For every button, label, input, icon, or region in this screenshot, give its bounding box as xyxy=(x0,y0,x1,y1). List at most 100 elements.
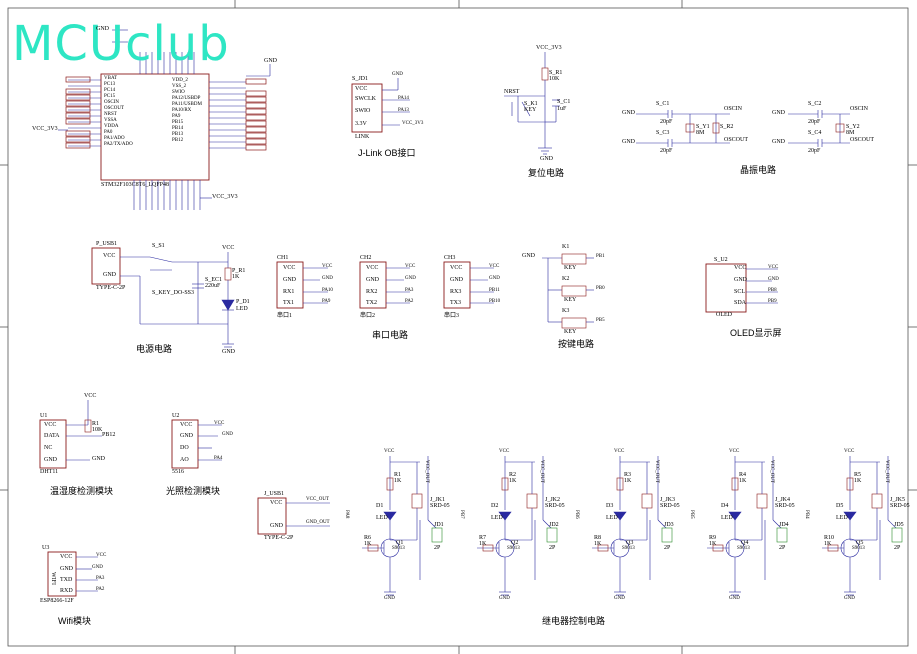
relay-p: JD3 xyxy=(664,522,674,528)
wifi-pin: TXD xyxy=(60,577,73,583)
key-ref: K2 xyxy=(562,276,570,282)
light-name: 5516 xyxy=(172,469,184,475)
crystal-c4: S_C4 xyxy=(808,130,822,136)
serial-pin: TX2 xyxy=(366,300,377,306)
relay-d: D1 xyxy=(376,503,384,509)
relay-channel xyxy=(822,456,903,596)
mcu-left-pin: VDDA xyxy=(104,124,119,129)
crystal-c3: S_C3 xyxy=(656,130,670,136)
reset-vcc: VCC_3V3 xyxy=(536,45,562,51)
light-net: GND xyxy=(222,432,233,437)
serial-net: GND xyxy=(322,276,333,281)
crystal-val1b: 20pF xyxy=(660,148,673,154)
relay-p: JD2 xyxy=(549,522,559,528)
relay-r-val: 1K xyxy=(509,478,517,484)
serial-ref: CH3 xyxy=(444,255,456,261)
wifi-tag: WIFI xyxy=(50,572,56,585)
relay-vcc: VCC xyxy=(844,449,855,454)
oled-pin: SDA xyxy=(734,300,747,306)
cout-ref: J_USB1 xyxy=(264,491,285,497)
section-oled: OLED显示屏 xyxy=(730,328,782,338)
wifi-name: ESP8266-12F xyxy=(40,598,74,604)
relay-k: J_JK5 xyxy=(890,497,906,503)
oled-wires xyxy=(746,268,778,304)
oled-pin: VCC xyxy=(734,265,747,271)
section-serial: 串口电路 xyxy=(372,330,409,340)
serial-wires xyxy=(303,267,494,304)
keys-wires xyxy=(542,253,594,329)
key-val: KEY xyxy=(564,329,577,335)
power-usb-pin: VCC xyxy=(103,253,116,259)
relay-out: VCC_OUT xyxy=(539,460,544,484)
relay-rb-val: 1K xyxy=(824,541,832,547)
relay-transistor: S9013 xyxy=(737,546,750,551)
serial-ref: CH1 xyxy=(277,255,289,261)
oled-pin: GND xyxy=(734,277,747,283)
serial-pin: RX1 xyxy=(283,289,295,295)
crystal-oscin2: OSCIN xyxy=(850,106,869,112)
logo: MCUclub xyxy=(12,16,230,72)
dht11-block xyxy=(39,419,67,469)
serial-pin: TX3 xyxy=(450,300,461,306)
relay-gnd: GND xyxy=(499,596,510,601)
relay-rb-val: 1K xyxy=(594,541,602,547)
mcu-left-pin: VBAT xyxy=(104,76,118,81)
mcu-left-pin: PC14 xyxy=(104,88,116,93)
serial-pin: GND xyxy=(450,277,463,283)
relay-d: D2 xyxy=(491,503,499,509)
relay-ctrl: PB4 xyxy=(804,510,809,519)
relay-rb-val: 1K xyxy=(479,541,487,547)
serial-pin: RX2 xyxy=(366,289,378,295)
crystal-oscin: OSCIN xyxy=(724,106,743,112)
mcu-left-pin: PC15 xyxy=(104,94,116,99)
crystal-gnd4: GND xyxy=(772,139,785,145)
oled-net: GND xyxy=(768,277,779,282)
wifi-net: VCC xyxy=(96,553,107,558)
relay-out: VCC_OUT xyxy=(884,460,889,484)
oled-net: PB9 xyxy=(768,299,777,304)
mcu-net-flags xyxy=(65,76,267,151)
relay-port: 2P xyxy=(664,545,671,551)
jlink-ref: S_JD1 xyxy=(352,76,369,82)
relay-k-val: SRD-05 xyxy=(890,503,910,509)
crystal-gnd1: GND xyxy=(622,110,635,116)
cout-foot: TYPE-C-2P xyxy=(264,535,294,541)
dht11-r-val: 10K xyxy=(92,427,103,433)
jlink-net: VCC_3V3 xyxy=(402,121,424,126)
oled-pin: SCL xyxy=(734,289,746,295)
relay-k: J_JK2 xyxy=(545,497,561,503)
power-usb-pin: GND xyxy=(103,272,116,278)
relay-ctrl: PB7 xyxy=(459,510,464,519)
light-pin: VCC xyxy=(180,422,193,428)
relay-port: 2P xyxy=(894,545,901,551)
reset-r-val: 10K xyxy=(549,76,560,82)
oled-net: VCC xyxy=(768,265,779,270)
relay-out: VCC_OUT xyxy=(424,460,429,484)
serial-net: VCC xyxy=(405,264,416,269)
section-reset: 复位电路 xyxy=(528,168,565,178)
light-ref: U2 xyxy=(172,413,180,419)
jlink-net: PA13 xyxy=(398,108,409,113)
relay-rb-val: 1K xyxy=(709,541,717,547)
serial-pin: TX1 xyxy=(283,300,294,306)
serial-foot: 串口2 xyxy=(360,313,376,319)
power-r: P_R1 xyxy=(232,268,246,274)
jlink-foot: LINK xyxy=(355,134,370,140)
relay-rb: R9 xyxy=(709,535,717,541)
relay-q: Q1 xyxy=(396,540,404,546)
relay-port: 2P xyxy=(434,545,441,551)
mcu-name: STM32F103C8T6_LQFP48 xyxy=(101,182,170,188)
relay-led: LED xyxy=(376,515,388,521)
relay-p: JD5 xyxy=(894,522,904,528)
crystal-y2-val: 8M xyxy=(846,130,855,136)
key-ref: K1 xyxy=(562,244,570,250)
dht11-pin: NC xyxy=(44,445,53,451)
mcu-right-pin: PB13 xyxy=(172,132,184,137)
wifi-pin: GND xyxy=(60,566,73,572)
serial-net: PA2 xyxy=(405,299,414,304)
relay-p: JD4 xyxy=(779,522,789,528)
mcu-left-pin: PC13 xyxy=(104,82,116,87)
jlink-pin: SWIO xyxy=(355,108,371,114)
